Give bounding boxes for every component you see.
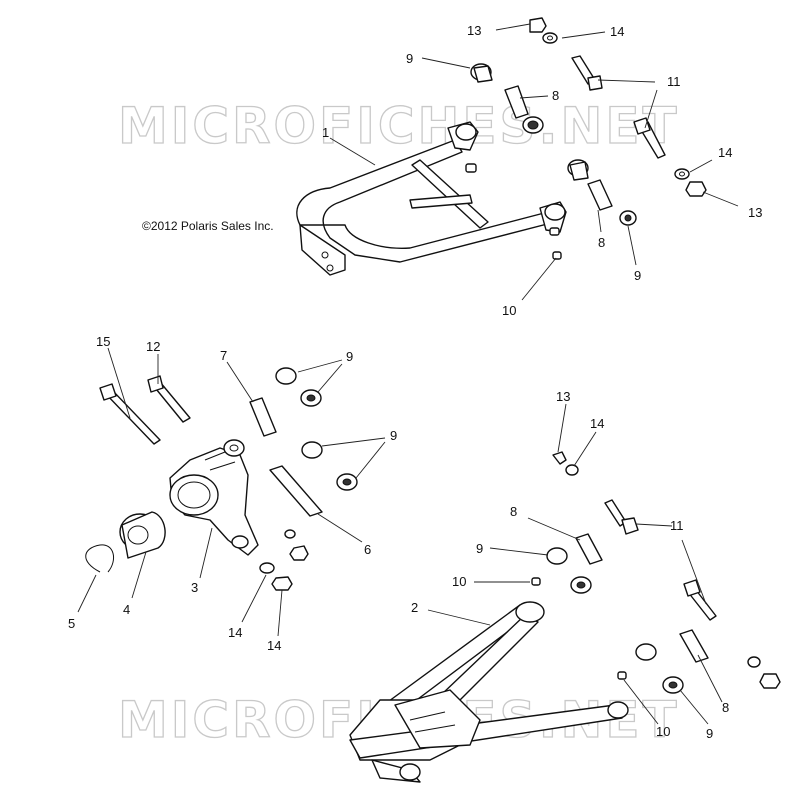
callout-8: 8 xyxy=(552,88,559,103)
callout-9: 9 xyxy=(476,541,483,556)
upper-hardware xyxy=(470,17,707,260)
callout-9: 9 xyxy=(390,428,397,443)
upper-a-arm xyxy=(296,121,567,276)
callout-13: 14 xyxy=(267,638,281,653)
callout-10: 10 xyxy=(656,724,670,739)
callout-2: 2 xyxy=(411,600,418,615)
callout-9: 9 xyxy=(706,726,713,741)
callout-10: 10 xyxy=(452,574,466,589)
callout-15: 15 xyxy=(96,334,110,349)
callout-11: 11 xyxy=(670,518,684,533)
callout-10: 10 xyxy=(502,303,516,318)
callout-4: 4 xyxy=(123,602,130,617)
lower-hardware xyxy=(531,451,781,694)
copyright-notice: ©2012 Polaris Sales Inc. xyxy=(142,219,274,233)
leader-lines xyxy=(77,23,739,725)
callout-1: 1 xyxy=(322,125,329,140)
callout-14: 14 xyxy=(718,145,732,160)
callout-5: 5 xyxy=(68,616,75,631)
knuckle-assembly xyxy=(85,367,358,591)
callout-11: 11 xyxy=(667,74,681,89)
callout-9: 9 xyxy=(406,51,413,66)
callout-8: 8 xyxy=(722,700,729,715)
callout-14: 14 xyxy=(228,625,242,640)
callout-8: 8 xyxy=(598,235,605,250)
callout-12: 12 xyxy=(146,339,160,354)
callout-9: 9 xyxy=(634,268,641,283)
callout-14: 14 xyxy=(610,24,624,39)
callout-7: 7 xyxy=(220,348,227,363)
lower-a-arm xyxy=(349,601,629,783)
callout-13: 13 xyxy=(467,23,481,38)
callout-3: 3 xyxy=(191,580,198,595)
callout-6: 6 xyxy=(364,542,371,557)
callout-labels: 13 14 9 11 8 1 14 13 8 9 10 15 12 7 9 9 … xyxy=(68,23,762,741)
callout-13: 13 xyxy=(556,389,570,404)
callout-8: 8 xyxy=(510,504,517,519)
callout-9: 9 xyxy=(346,349,353,364)
callout-13: 13 xyxy=(748,205,762,220)
watermark-top: MICROFICHES.NET xyxy=(118,97,680,155)
callout-14: 14 xyxy=(590,416,604,431)
